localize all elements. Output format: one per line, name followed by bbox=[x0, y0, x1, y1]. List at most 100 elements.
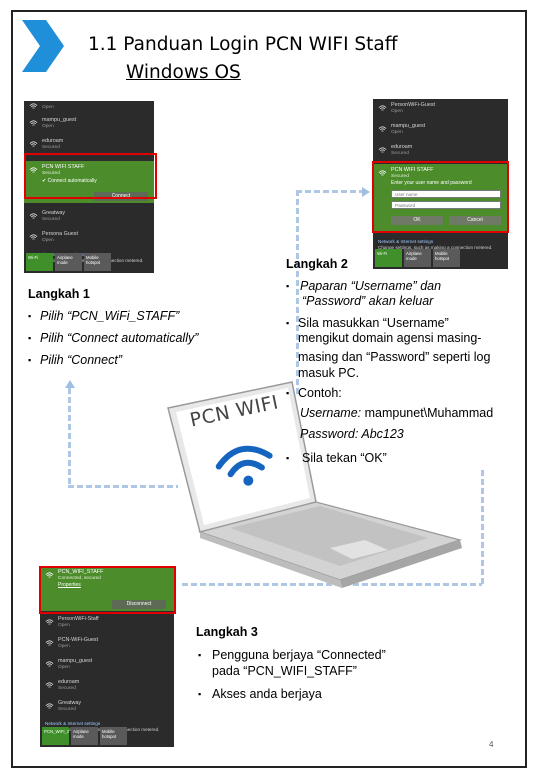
step3-item2: Akses anda berjaya bbox=[212, 687, 322, 701]
wifi-icon bbox=[45, 703, 54, 709]
password-field[interactable]: Password bbox=[391, 201, 501, 209]
bullet: ▪ bbox=[198, 689, 202, 699]
tile-wifi[interactable]: PCN_WIFI_STA... bbox=[42, 727, 69, 745]
wifi-icon bbox=[45, 619, 54, 625]
connector-line bbox=[182, 583, 482, 586]
laptop-illustration bbox=[167, 381, 463, 588]
bullet: ▪ bbox=[28, 311, 32, 321]
tile-hotspot[interactable]: Mobile hotspot bbox=[433, 249, 460, 267]
bullet: ▪ bbox=[286, 281, 290, 291]
wifi-icon bbox=[215, 445, 273, 486]
wifi-icon bbox=[45, 682, 54, 688]
ok-button[interactable]: OK bbox=[391, 216, 443, 225]
network-item[interactable]: eduroam Secured bbox=[373, 141, 508, 162]
bullet: ▪ bbox=[286, 318, 290, 328]
page-title: 1.1 Panduan Login PCN WIFI Staff bbox=[88, 34, 398, 55]
step2-item1-line1: Paparan “Username” dan bbox=[300, 279, 442, 293]
chevron-arrow-icon bbox=[22, 20, 64, 72]
step3-item1-line2: pada “PCN_WIFI_STAFF” bbox=[212, 664, 357, 678]
bullet: ▪ bbox=[198, 650, 202, 660]
properties-link[interactable]: Properties bbox=[58, 582, 81, 588]
network-item[interactable]: mampu_guest Open bbox=[40, 655, 174, 676]
network-item-connected[interactable]: PCN_WIFI_STAFF Connected, secured Proper… bbox=[40, 566, 174, 611]
step2-example-password: Password: Abc123 bbox=[300, 427, 404, 441]
network-item[interactable]: PersonWiFi-Staff Open bbox=[40, 613, 174, 634]
network-item[interactable]: eduroam Secured bbox=[40, 676, 174, 697]
cancel-button[interactable]: Cancel bbox=[449, 216, 501, 225]
connector-line bbox=[68, 485, 178, 488]
highlight-box-step3 bbox=[39, 566, 176, 614]
login-form-pcn-wifi-staff: PCN WIFI STAFF Secured Enter your user n… bbox=[373, 164, 508, 232]
connector-line bbox=[68, 388, 71, 486]
tile-airplane[interactable]: Airplane mode bbox=[55, 253, 82, 271]
step2-item3: Contoh: bbox=[298, 386, 342, 400]
wifi-icon bbox=[378, 147, 387, 153]
connect-button[interactable]: Connect bbox=[94, 192, 148, 201]
bullet: ▪ bbox=[286, 453, 290, 463]
wifi-icon bbox=[29, 120, 38, 126]
wifi-icon bbox=[45, 640, 54, 646]
connector-line bbox=[296, 190, 299, 395]
network-item[interactable]: mampu_guest Open bbox=[373, 120, 508, 141]
wifi-icon bbox=[378, 105, 387, 111]
step2-heading: Langkah 2 bbox=[286, 257, 348, 271]
tile-hotspot[interactable]: Mobile hotspot bbox=[100, 727, 127, 745]
highlight-box-step2 bbox=[372, 161, 509, 233]
network-item[interactable]: mampu_guest Open bbox=[24, 114, 154, 135]
arrow-right-icon bbox=[362, 186, 370, 197]
step2-item2-line3: masing dan “Password” seperti log bbox=[298, 350, 491, 364]
wifi-icon bbox=[378, 170, 387, 176]
tile-airplane[interactable]: Airplane mode bbox=[404, 249, 431, 267]
step2-item1-line2: “Password” akan keluar bbox=[302, 294, 434, 308]
wifi-icon bbox=[45, 572, 54, 578]
step2-item2-line2: mengikut domain agensi masing- bbox=[298, 331, 482, 345]
highlight-box-step1 bbox=[24, 153, 157, 199]
wifi-icon bbox=[29, 103, 38, 109]
disconnect-button[interactable]: Disconnect bbox=[112, 600, 166, 609]
step2-item2-line1: Sila masukkan “Username” bbox=[298, 316, 449, 330]
step1-item: Pilih “Connect” bbox=[40, 353, 122, 367]
tile-airplane[interactable]: Airplane mode bbox=[71, 727, 98, 745]
network-item[interactable]: Persona Guest Open bbox=[24, 228, 154, 249]
step1-item: Pilih “Connect automatically” bbox=[40, 331, 199, 345]
tile-hotspot[interactable]: Mobile hotspot bbox=[84, 253, 111, 271]
page-border bbox=[11, 10, 527, 768]
network-item[interactable]: eduroam Secured bbox=[24, 135, 154, 156]
step2-item2-line4: masuk PC. bbox=[298, 366, 360, 380]
connector-line bbox=[296, 190, 364, 193]
wifi-panel-step2: PersonWiFi-Guest Open mampu_guest Open e… bbox=[373, 99, 508, 269]
step1-heading: Langkah 1 bbox=[28, 287, 90, 301]
wifi-icon bbox=[29, 167, 38, 173]
login-prompt: Enter your user name and password bbox=[391, 180, 472, 186]
wifi-icon bbox=[29, 213, 38, 219]
wifi-icon bbox=[378, 126, 387, 132]
wifi-icon bbox=[29, 141, 38, 147]
wifi-panel-step3: PCN_WIFI_STAFF Connected, secured Proper… bbox=[40, 566, 174, 747]
network-item[interactable]: PCN-WiFi-Guest Open bbox=[40, 634, 174, 655]
network-item[interactable]: PersonWiFi-Guest Open bbox=[373, 99, 508, 120]
bullet: ▪ bbox=[28, 355, 32, 365]
arrow-up-icon bbox=[64, 380, 75, 388]
username-field[interactable]: User name bbox=[391, 190, 501, 198]
page-number: 4 bbox=[489, 740, 494, 749]
connect-automatically-checkbox[interactable]: ✔ Connect automatically bbox=[42, 178, 97, 184]
wifi-icon bbox=[45, 661, 54, 667]
tile-wifi[interactable]: Wi-Fi bbox=[375, 249, 402, 267]
network-item[interactable]: Greatway Secured bbox=[40, 697, 174, 718]
tile-wifi[interactable]: Wi-Fi bbox=[26, 253, 53, 271]
connector-line bbox=[481, 470, 484, 584]
step3-heading: Langkah 3 bbox=[196, 625, 258, 639]
network-item[interactable]: Open bbox=[24, 101, 154, 114]
network-item-pcn-wifi-staff[interactable]: PCN WIFI STAFF Secured ✔ Connect automat… bbox=[24, 161, 154, 203]
step1-item: Pilih “PCN_WiFi_STAFF” bbox=[40, 309, 180, 323]
page-subtitle: Windows OS bbox=[126, 62, 241, 83]
wifi-icon bbox=[29, 234, 38, 240]
network-item[interactable]: Greatway Secured bbox=[24, 207, 154, 228]
step2-item4: Sila tekan “OK” bbox=[302, 451, 387, 465]
step2-example-username: Username: mampunet\Muhammad bbox=[300, 406, 494, 420]
bullet: ▪ bbox=[286, 388, 290, 398]
bullet: ▪ bbox=[28, 333, 32, 343]
wifi-panel-step1: Open mampu_guest Open eduroam Secured PC… bbox=[24, 101, 154, 273]
step3-item1-line1: Pengguna berjaya “Connected” bbox=[212, 648, 386, 662]
